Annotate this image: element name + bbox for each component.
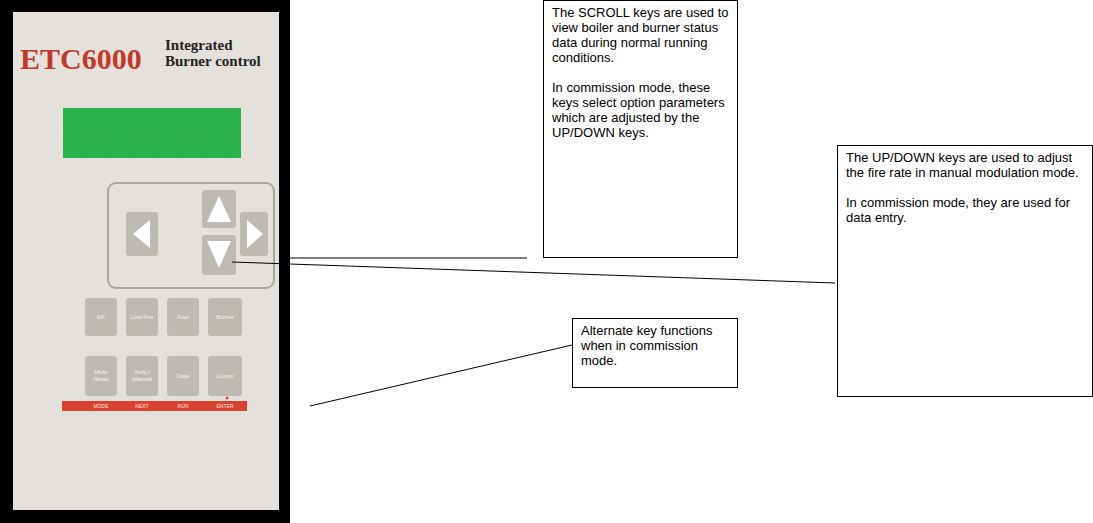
function-strip (62, 401, 247, 411)
right-key (240, 212, 268, 256)
panel-button: Low Fire (126, 298, 158, 336)
product-subtitle: Integrated Burner control (165, 37, 275, 69)
left-arrow (133, 220, 150, 248)
panel-frame (0, 0, 290, 523)
panel-button: Mute Reset (85, 356, 117, 396)
leader-line (310, 345, 572, 406)
callout-box: The UP/DOWN keys are used to adjust the … (837, 145, 1093, 397)
callout-box: Alternate key functions when in commissi… (572, 318, 738, 388)
panel-button: Auto / Manual (126, 356, 158, 396)
key-alt-function: MODE (81, 403, 121, 409)
callout-text: The UP/DOWN keys are used to adjust the … (846, 150, 1084, 180)
panel-face (13, 12, 279, 510)
button-label: EK (97, 314, 105, 321)
button-label: Burner (216, 314, 234, 321)
left-key (126, 212, 158, 256)
button-label: Low Fire (130, 314, 153, 321)
leader-line (285, 258, 527, 259)
right-arrow (247, 220, 263, 248)
panel-button: EK (85, 298, 117, 336)
key-alt-function: RUN (163, 403, 203, 409)
panel-button: Burner (208, 298, 242, 336)
up-arrow (207, 196, 231, 222)
button-label: Comm (216, 373, 234, 380)
callout-text: The SCROLL keys are used to view boiler … (552, 5, 729, 65)
callout-text: In commission mode, these keys select op… (552, 80, 729, 140)
keypad-surround (108, 183, 274, 288)
panel-button: Data (167, 356, 199, 396)
up-key (202, 190, 236, 228)
led (226, 397, 229, 400)
panel-button: Comm (208, 356, 242, 396)
callout-text: In commission mode, they are used for da… (846, 195, 1084, 225)
button-label: Data (177, 373, 190, 380)
callout-box: The SCROLL keys are used to view boiler … (543, 0, 738, 258)
lcd-display (63, 108, 241, 158)
key-alt-function: NEXT (122, 403, 162, 409)
brand-name: ETC6000 (20, 43, 142, 75)
down-arrow (207, 241, 231, 268)
button-label: Auto / Manual (127, 369, 157, 383)
down-key (202, 235, 236, 275)
leader-line (232, 262, 835, 283)
panel-button: Fuel (167, 298, 199, 336)
callout-text: Alternate key functions when in commissi… (581, 323, 729, 368)
key-alt-function: ENTER (205, 403, 245, 409)
button-label: Fuel (177, 314, 189, 321)
button-label: Mute Reset (86, 369, 116, 383)
lcd-dots (63, 108, 241, 158)
